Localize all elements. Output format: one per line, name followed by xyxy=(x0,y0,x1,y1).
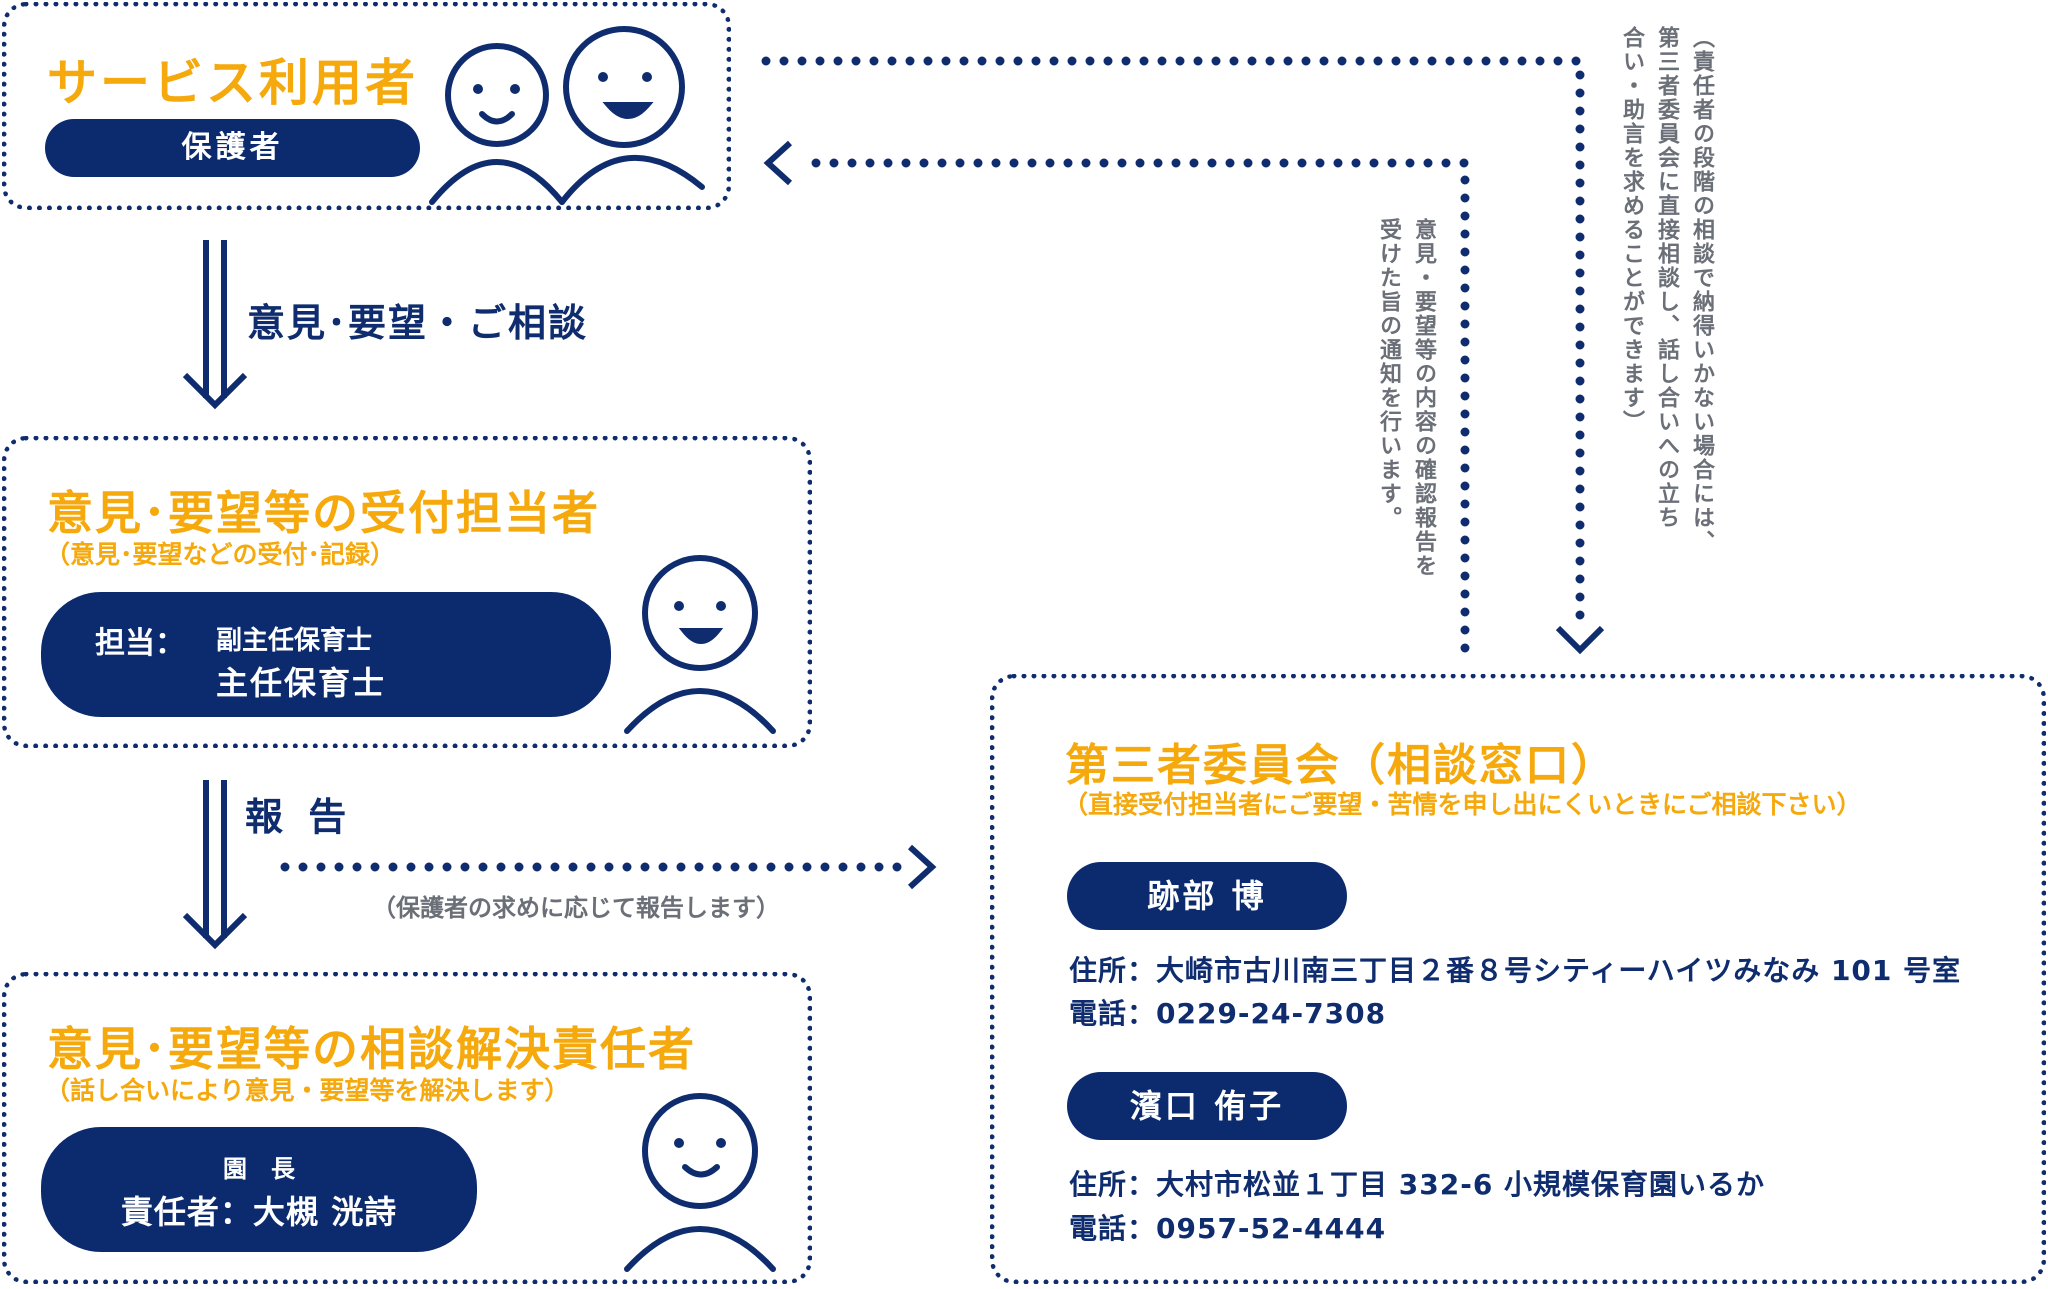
resolution-title: 意見･要望等の相談解決責任者 xyxy=(47,1022,696,1076)
direct-consult-note-col1: （責任者の段階の相談で納得いかない場合には、 xyxy=(1689,26,1714,554)
double-arrow-down-1 xyxy=(182,240,248,410)
notice-note-col1: 意見・要望等の内容の確認報告を xyxy=(1411,218,1436,578)
member-phone-1: 電話：0229-24-7308 xyxy=(1069,997,1387,1030)
member-phone-2: 電話：0957-52-4444 xyxy=(1069,1212,1387,1245)
member-name-2: 濱口 侑子 xyxy=(1129,1087,1285,1125)
staff-line2: 主任保育士 xyxy=(216,664,387,702)
report-note: （保護者の求めに応じて報告します） xyxy=(372,894,780,922)
notice-note-col2: 受けた旨の通知を行います。 xyxy=(1376,218,1401,530)
request-label: 意見･要望・ご相談 xyxy=(247,301,589,345)
member-name-pill-2: 濱口 侑子 xyxy=(1067,1072,1347,1140)
guardian-label: 保護者 xyxy=(181,130,284,165)
double-arrow-down-2 xyxy=(182,780,248,950)
guardian-pill: 保護者 xyxy=(45,119,420,177)
reception-title: 意見･要望等の受付担当者 xyxy=(47,486,600,540)
resolution-subtitle: （話し合いにより意見・要望等を解決します） xyxy=(45,1076,570,1105)
resolution-box: 意見･要望等の相談解決責任者 （話し合いにより意見・要望等を解決します） 園 長… xyxy=(2,972,812,1284)
dotted-arrow-to-service-user xyxy=(763,140,1470,653)
two-persons-icon xyxy=(429,26,705,205)
person-neutral-icon xyxy=(624,1093,776,1272)
direct-consult-note-col3: 合い・助言を求めることができます） xyxy=(1619,26,1644,434)
director-label: 園 長 xyxy=(223,1155,295,1183)
service-user-title: サービス利用者 xyxy=(47,54,418,112)
committee-title: 第三者委員会（相談窓口） xyxy=(1065,740,1617,791)
staff-label: 担当： xyxy=(95,626,185,661)
committee-box: 第三者委員会（相談窓口） （直接受付担当者にご要望・苦情を申し出にくいときにご相… xyxy=(990,674,2046,1284)
dotted-arrow-to-committee xyxy=(280,844,937,890)
member-address-2: 住所：大村市松並１丁目 332-6 小規模保育園いるか xyxy=(1069,1168,1766,1201)
committee-subtitle: （直接受付担当者にご要望・苦情を申し出にくいときにご相談下さい） xyxy=(1063,790,1862,819)
responsible-person-pill: 園 長 責任者：大槻 洸詩 xyxy=(41,1127,477,1252)
service-user-box: サービス利用者 保護者 xyxy=(2,2,731,210)
staff-line1: 副主任保育士 xyxy=(216,626,373,656)
responsible-person-name: 責任者：大槻 洸詩 xyxy=(120,1193,398,1231)
member-name-pill-1: 跡部 博 xyxy=(1067,862,1347,930)
reception-box: 意見･要望等の受付担当者 （意見･要望などの受付･記録） 担当： 副主任保育士 … xyxy=(2,436,812,748)
person-smile-icon xyxy=(624,555,776,734)
member-address-1: 住所：大崎市古川南三丁目２番８号シティーハイツみなみ 101 号室 xyxy=(1069,954,1962,987)
reception-subtitle: （意見･要望などの受付･記録） xyxy=(45,540,396,569)
member-name-1: 跡部 博 xyxy=(1147,877,1267,915)
direct-consult-note-col2: 第三者委員会に直接相談し、話し合いへの立ち xyxy=(1654,26,1679,530)
dotted-arrow-from-service-user xyxy=(761,56,1605,655)
report-label: 報 告 xyxy=(245,795,353,839)
reception-staff-pill: 担当： 副主任保育士 主任保育士 xyxy=(41,592,611,717)
